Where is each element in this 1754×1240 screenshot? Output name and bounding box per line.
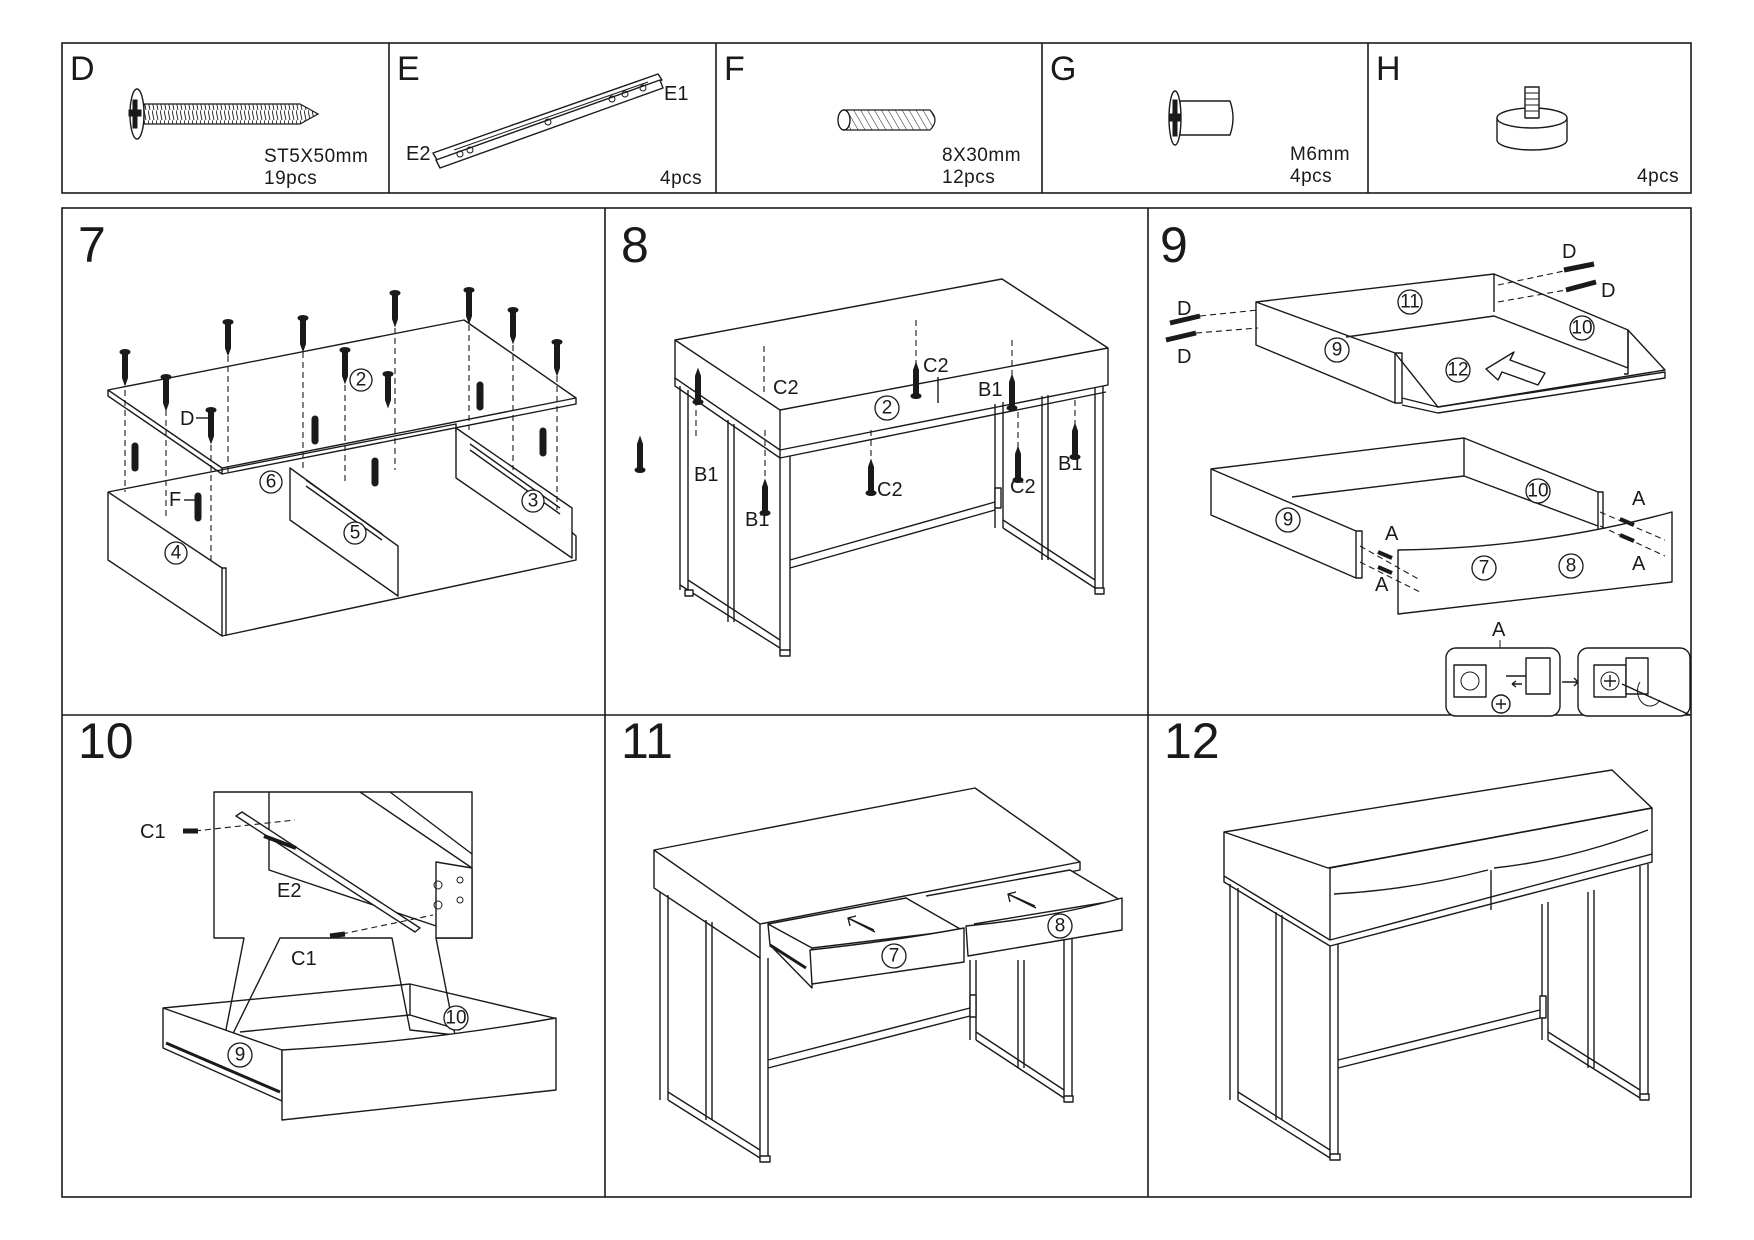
svg-text:6: 6: [266, 472, 277, 493]
hardware-callout: D: [1562, 241, 1576, 263]
hardware-cell-f: F 8X30mm 12pcs: [724, 50, 1021, 188]
hardware-callout: C1: [291, 948, 317, 970]
hardware-callout: C2: [877, 479, 903, 501]
cam-lock-guides: [1359, 511, 1666, 593]
detail-inset: [213, 791, 473, 1061]
hardware-spec: ST5X50mm: [264, 146, 368, 167]
steps-grid: [61, 207, 1692, 1198]
svg-text:5: 5: [350, 523, 361, 544]
svg-text:7: 7: [1479, 558, 1490, 579]
step-12-panel: 12: [1164, 713, 1653, 1161]
hardware-qty: 12pcs: [942, 167, 995, 188]
svg-text:A: A: [1492, 619, 1506, 641]
hardware-callout: A: [1375, 574, 1389, 596]
hardware-callout-f: F: [169, 489, 181, 511]
svg-text:10: 10: [1571, 318, 1592, 339]
hardware-callout: E2: [277, 880, 301, 902]
svg-text:9: 9: [1332, 340, 1343, 361]
hardware-spec: M6mm: [1290, 144, 1350, 165]
desk-frame: [679, 386, 1105, 657]
hardware-callout: B1: [978, 379, 1002, 401]
svg-text:10: 10: [445, 1008, 466, 1029]
hardware-letter: F: [724, 50, 745, 88]
svg-text:12: 12: [1447, 360, 1468, 381]
svg-text:11: 11: [1400, 292, 1420, 313]
hardware-spec: 8X30mm: [942, 145, 1021, 166]
step-11-panel: 11 7 8: [621, 713, 1123, 1163]
cam-lock-detail: A: [1445, 619, 1691, 717]
hardware-letter: H: [1376, 50, 1401, 88]
hardware-callout: A: [1632, 488, 1646, 510]
drawer-slide-icon: [432, 73, 664, 169]
step-7-panel: 7: [78, 217, 577, 637]
hardware-qty: 4pcs: [1290, 166, 1332, 187]
hardware-cell-h: H 4pcs: [1376, 50, 1679, 187]
hardware-callout: B1: [1058, 453, 1082, 475]
part-callout: 2: [882, 398, 893, 419]
svg-text:9: 9: [235, 1045, 246, 1066]
hardware-callout: C2: [773, 377, 799, 399]
step-number: 8: [621, 217, 649, 273]
hardware-callout: C2: [923, 355, 949, 377]
slide-label-e1: E1: [664, 83, 688, 105]
step-number: 12: [1164, 713, 1220, 769]
drawer-handle-curves: [1333, 829, 1649, 895]
step-number: 7: [78, 217, 106, 273]
direction-arrow-icon: [1485, 351, 1546, 386]
hardware-callout: C1: [140, 821, 166, 843]
step-number: 10: [78, 713, 134, 769]
step-number: 9: [1160, 217, 1188, 273]
hardware-callout: D: [1177, 346, 1191, 368]
hardware-letter: E: [397, 50, 420, 88]
hardware-letter: D: [70, 50, 95, 88]
hardware-qty: 19pcs: [264, 168, 317, 189]
desk-frame: [1229, 864, 1650, 1161]
hardware-callout: C2: [1010, 476, 1036, 498]
hardware-cell-g: G M6mm 4pcs: [1050, 50, 1350, 187]
alignment-guides: [124, 325, 558, 560]
hardware-callout-d: D: [180, 408, 194, 430]
part-callouts: 2 3 4 5 6: [164, 368, 545, 565]
wooden-dowel-icon: [837, 109, 936, 131]
step-8-panel: 8: [621, 217, 1109, 657]
svg-text:9: 9: [1283, 510, 1294, 531]
part-callout: 8: [1055, 916, 1066, 937]
hardware-strip: D ST5X50mm 19pcs E: [61, 42, 1692, 194]
wood-screw-icon: [128, 88, 320, 140]
step-10-panel: 10 C1 E2 C1 9 10: [78, 713, 557, 1121]
svg-text:4: 4: [171, 543, 182, 564]
hardware-cell-d: D ST5X50mm 19pcs: [70, 50, 368, 189]
svg-text:8: 8: [1566, 556, 1577, 577]
desk-frame: [659, 892, 1074, 1163]
adjustable-foot-icon: [1496, 86, 1568, 151]
desktop-top: [674, 278, 1109, 411]
hardware-callout: B1: [694, 464, 718, 486]
hardware-qty: 4pcs: [660, 168, 702, 189]
svg-text:3: 3: [528, 491, 539, 512]
svg-text:2: 2: [356, 370, 367, 391]
step-9-panel: 9 D D D D 11 9 10 12: [1160, 217, 1691, 717]
hardware-letter: G: [1050, 50, 1076, 88]
cam-bolt-icon: [1168, 90, 1234, 146]
desktop-top: [1223, 769, 1653, 869]
svg-text:10: 10: [1527, 481, 1548, 502]
hardware-callout: D: [1177, 298, 1191, 320]
hardware-cell-e: E E1 E2 4pcs: [397, 50, 702, 189]
hardware-callout: B1: [745, 509, 769, 531]
step-number: 11: [621, 713, 673, 769]
part-callout: 7: [889, 946, 900, 967]
alignment-guides: [695, 320, 1076, 484]
slide-label-e2: E2: [406, 143, 430, 165]
screw-set: [1165, 261, 1597, 343]
hardware-callout: D: [1601, 280, 1615, 302]
hardware-qty: 4pcs: [1637, 166, 1679, 187]
hardware-callout: A: [1632, 553, 1646, 575]
hardware-callout: A: [1385, 523, 1399, 545]
